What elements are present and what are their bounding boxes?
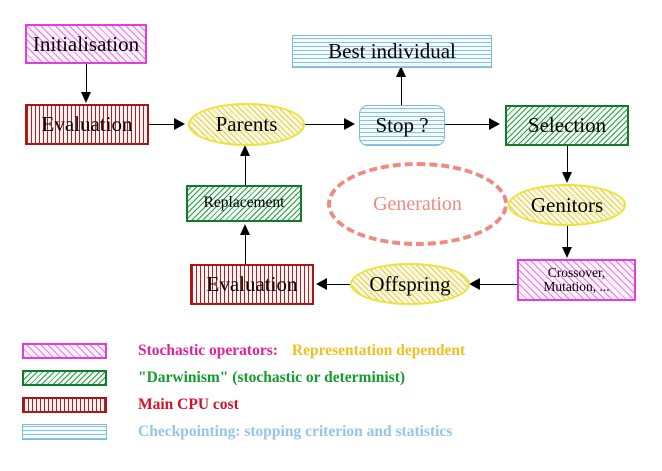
node-best-individual[interactable]: Best individual [292, 35, 492, 68]
edge-crossover-to-offspring [478, 284, 518, 285]
legend-row-stochastic-operators: Stochastic operators: Representation dep… [22, 339, 465, 363]
edge-evaluation-to-replacement-arrowhead [240, 224, 250, 235]
edge-genitors-to-crossover-arrowhead [562, 247, 572, 258]
edge-stop-to-best-individual-arrowhead [396, 66, 406, 77]
node-evaluation-top[interactable]: Evaluation [25, 104, 149, 145]
edge-evaluation-to-parents [149, 124, 177, 125]
legend-swatch-vertical-red [22, 397, 107, 413]
edge-genitors-to-crossover [567, 224, 568, 248]
node-replacement[interactable]: Replacement [186, 185, 302, 222]
legend-swatch-horizontal-blue [22, 424, 107, 440]
legend-row-darwinism: "Darwinism" (stochastic or determinist) [22, 366, 405, 390]
annotation-generation-label: Generation [373, 192, 462, 215]
node-replacement-label: Replacement [203, 194, 285, 212]
edge-selection-to-genitors-arrowhead [562, 172, 572, 183]
legend-label-main-cpu-cost: Main CPU cost [138, 396, 239, 413]
node-offspring-label: Offspring [369, 271, 451, 296]
annotation-generation-cycle: Generation [327, 162, 508, 246]
node-selection-label: Selection [527, 113, 607, 138]
node-stop-label: Stop ? [375, 113, 429, 138]
node-initialisation-label: Initialisation [32, 31, 140, 56]
edge-stop-to-selection [445, 124, 491, 125]
node-genitors-label: Genitors [530, 192, 604, 217]
edge-parents-to-stop-arrowhead [344, 118, 355, 130]
edge-initialisation-to-evaluation [86, 64, 87, 94]
node-parents-label: Parents [215, 112, 278, 137]
edge-crossover-to-offspring-arrowhead [469, 278, 480, 290]
edge-offspring-to-evaluation-arrowhead [316, 278, 327, 290]
node-offspring[interactable]: Offspring [350, 263, 470, 305]
node-crossover-label-line2: Mutation, ... [543, 279, 610, 294]
node-crossover-label-line1: Crossover, [547, 264, 606, 280]
node-selection[interactable]: Selection [505, 105, 629, 146]
edge-evaluation-to-replacement [245, 226, 246, 264]
legend: Stochastic operators: Representation dep… [0, 335, 662, 455]
edge-offspring-to-evaluation [326, 284, 354, 285]
node-evaluation-bottom[interactable]: Evaluation [190, 264, 314, 305]
node-initialisation[interactable]: Initialisation [25, 24, 147, 64]
node-evaluation-top-label: Evaluation [41, 112, 133, 137]
legend-swatch-diagonal-magenta [22, 343, 107, 359]
legend-label-checkpointing: Checkpointing: stopping criterion and st… [138, 423, 453, 440]
legend-row-main-cpu-cost: Main CPU cost [22, 393, 239, 417]
edge-stop-to-best-individual [401, 68, 402, 106]
edge-stop-to-selection-arrowhead [489, 118, 500, 130]
node-crossover-mutation[interactable]: Crossover, Mutation, ... [517, 259, 636, 301]
legend-swatch-diagonal-green [22, 370, 107, 386]
node-evaluation-bottom-label: Evaluation [206, 272, 298, 297]
node-stop[interactable]: Stop ? [359, 105, 445, 146]
edge-evaluation-to-parents-arrowhead [174, 118, 185, 130]
legend-label-stochastic-operators: Stochastic operators: [138, 342, 278, 359]
edge-parents-to-stop [305, 124, 347, 125]
legend-label-representation-dependent: Representation dependent [291, 342, 466, 359]
edge-replacement-to-parents [245, 147, 246, 185]
node-parents[interactable]: Parents [188, 103, 305, 146]
legend-label-darwinism: "Darwinism" (stochastic or determinist) [138, 369, 406, 386]
edge-initialisation-to-evaluation-arrowhead [81, 92, 91, 103]
edge-selection-to-genitors [567, 146, 568, 174]
node-best-individual-label: Best individual [328, 39, 456, 64]
legend-row-checkpointing: Checkpointing: stopping criterion and st… [22, 420, 452, 444]
node-genitors[interactable]: Genitors [508, 184, 626, 226]
edge-replacement-to-parents-arrowhead [240, 145, 250, 156]
